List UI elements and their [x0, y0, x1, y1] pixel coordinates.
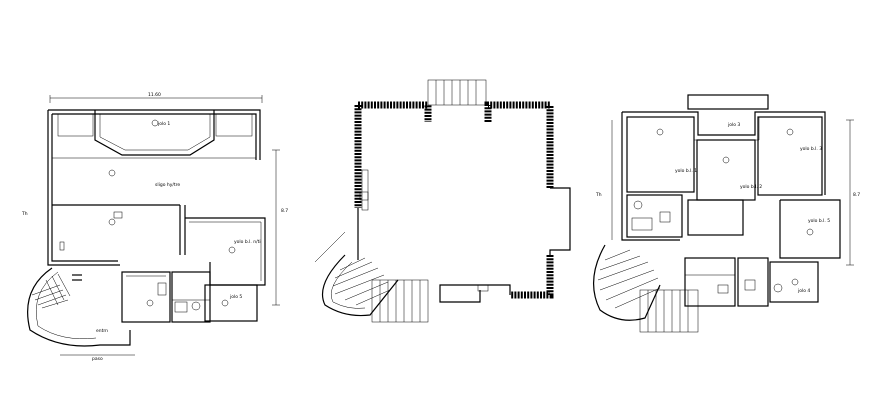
right-right-dimension: 8.7	[853, 192, 860, 198]
left-stair	[31, 273, 71, 309]
right-room-b-label: yolo b.l. 2	[740, 184, 762, 190]
middle-bottom-stair	[371, 279, 429, 323]
left-room-1-label: jolo 1	[157, 121, 170, 127]
right-room-e-label: jolo 4	[797, 288, 810, 294]
right-side-note: Th	[595, 192, 602, 198]
right-curved-stair	[597, 249, 661, 309]
left-side-note: Th	[21, 211, 28, 217]
left-room-3-label: yolo b.l. n/ti	[234, 239, 261, 245]
right-room-d-label: yolo b.l. 5	[808, 218, 830, 224]
right-bottom-stair	[639, 289, 699, 333]
left-entrance-label: entrn	[96, 328, 108, 334]
right-top-label: jolo 3	[727, 122, 740, 128]
left-top-dimension: 11.60	[148, 92, 161, 98]
right-room-c-label: yolo b.l. 3	[800, 146, 822, 152]
right-floor-plan: jolo 3	[592, 94, 860, 333]
middle-curved-stair	[332, 257, 391, 306]
left-bottom-label: paso	[92, 357, 103, 362]
middle-floor-plan	[314, 79, 571, 323]
middle-top-stair	[427, 79, 487, 106]
right-room-a-label: yolo b.l. 1	[675, 168, 697, 174]
left-room-2-label: sligo hy/tre	[155, 182, 180, 188]
left-right-dimension: 8.7	[281, 208, 288, 214]
left-floor-plan: 11.60	[21, 92, 288, 362]
left-room-4-label: jolo 5	[229, 294, 242, 300]
